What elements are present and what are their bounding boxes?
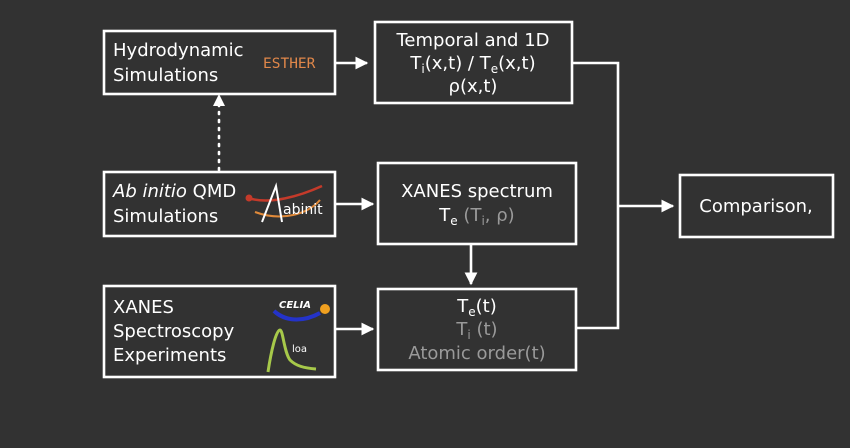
node-xanes-experiments: XANES Spectroscopy Experiments CELIA loa bbox=[102, 284, 337, 379]
temporal-line2: Ti(x,t) / Te(x,t) bbox=[409, 53, 535, 76]
node-time-series: Te(t) Ti (t) Atomic order(t) bbox=[376, 287, 578, 372]
xanes-exp-line3: Experiments bbox=[113, 345, 226, 366]
spectrum-line2: Te (Ti, ρ) bbox=[438, 205, 514, 228]
temporal-line1: Temporal and 1D bbox=[395, 30, 549, 51]
spectrum-line1: XANES spectrum bbox=[401, 181, 553, 202]
loa-logo-text: loa bbox=[292, 344, 307, 355]
timeseries-line2: Ti (t) bbox=[455, 319, 497, 342]
abinit-logo-icon: abinit bbox=[245, 182, 323, 223]
xanes-exp-line1: XANES bbox=[113, 297, 174, 318]
loa-logo-icon: loa bbox=[266, 328, 317, 373]
dotted-arrowhead bbox=[213, 94, 225, 106]
hydro-line1: Hydrodynamic bbox=[113, 40, 244, 61]
abinit-logo-text: abinit bbox=[283, 202, 323, 218]
qmd-rest: QMD bbox=[187, 181, 236, 202]
xanes-exp-line2: Spectroscopy bbox=[113, 321, 235, 342]
qmd-line1: Ab initio QMD bbox=[112, 181, 236, 202]
hydro-line2: Simulations bbox=[113, 65, 218, 86]
celia-logo-text: CELIA bbox=[279, 300, 311, 311]
comparison-label: Comparison, bbox=[699, 196, 813, 217]
node-hydrodynamic-simulations: Hydrodynamic Simulations ESTHER bbox=[102, 29, 337, 96]
qmd-line2: Simulations bbox=[113, 206, 218, 227]
timeseries-line1: Te(t) bbox=[456, 296, 497, 319]
node-xanes-spectrum: XANES spectrum Te (Ti, ρ) bbox=[376, 161, 578, 246]
timeseries-line3: Atomic order(t) bbox=[408, 343, 545, 364]
esther-logo: ESTHER bbox=[263, 56, 316, 72]
node-temporal-1d: Temporal and 1D Ti(x,t) / Te(x,t) ρ(x,t) bbox=[373, 20, 574, 105]
temporal-line3: ρ(x,t) bbox=[449, 76, 498, 97]
celia-logo-icon: CELIA bbox=[272, 300, 330, 322]
node-ab-initio-qmd: Ab initio QMD Simulations abinit bbox=[102, 170, 337, 238]
edge-temporal-to-comparison bbox=[573, 61, 620, 330]
qmd-italic: Ab initio bbox=[112, 181, 187, 202]
node-comparison: Comparison, bbox=[678, 173, 835, 239]
